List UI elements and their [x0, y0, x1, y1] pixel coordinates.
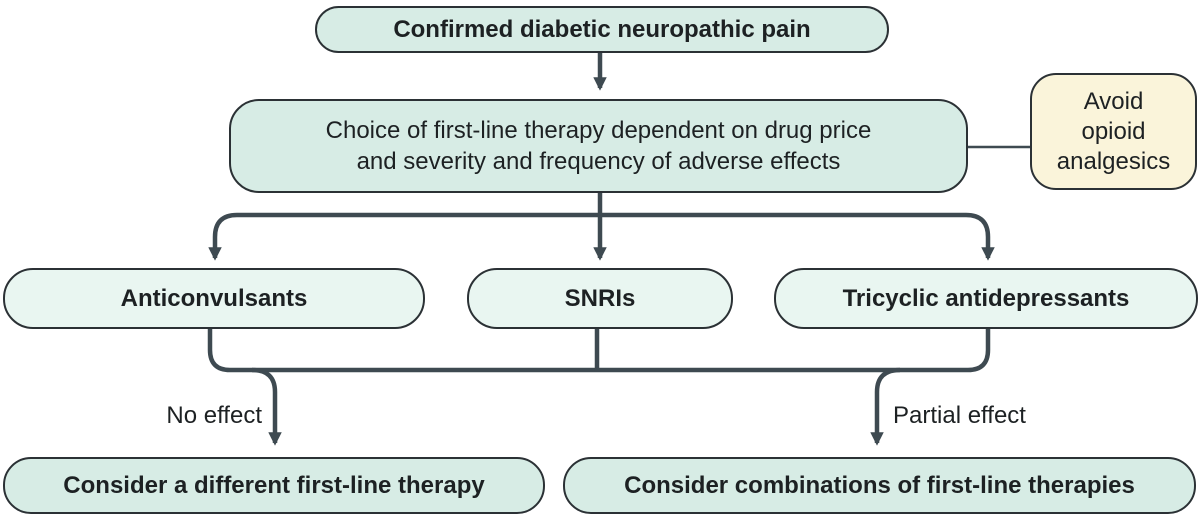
- avoid-opioids-box: Avoid opioid analgesics: [1030, 73, 1197, 190]
- anticonvulsants-box: Anticonvulsants: [3, 268, 425, 329]
- different-therapy-box: Consider a different first-line therapy: [3, 457, 545, 514]
- arrow-to-tricyclics: [600, 212, 995, 261]
- arrow-to-anticonvulsants: [208, 212, 600, 261]
- arrow-no-effect: [251, 367, 282, 446]
- confirmed-pain-box: Confirmed diabetic neuropathic pain: [315, 6, 889, 53]
- no-effect-label: No effect: [166, 402, 262, 429]
- partial-effect-label: Partial effect: [893, 402, 1026, 429]
- snris-box: SNRIs: [467, 268, 733, 329]
- first-line-choice-box: Choice of first-line therapy dependent o…: [229, 99, 968, 193]
- arrow-partial-effect: [870, 367, 901, 446]
- combination-therapy-box: Consider combinations of first-line ther…: [563, 457, 1196, 514]
- tricyclics-box: Tricyclic antidepressants: [774, 268, 1198, 329]
